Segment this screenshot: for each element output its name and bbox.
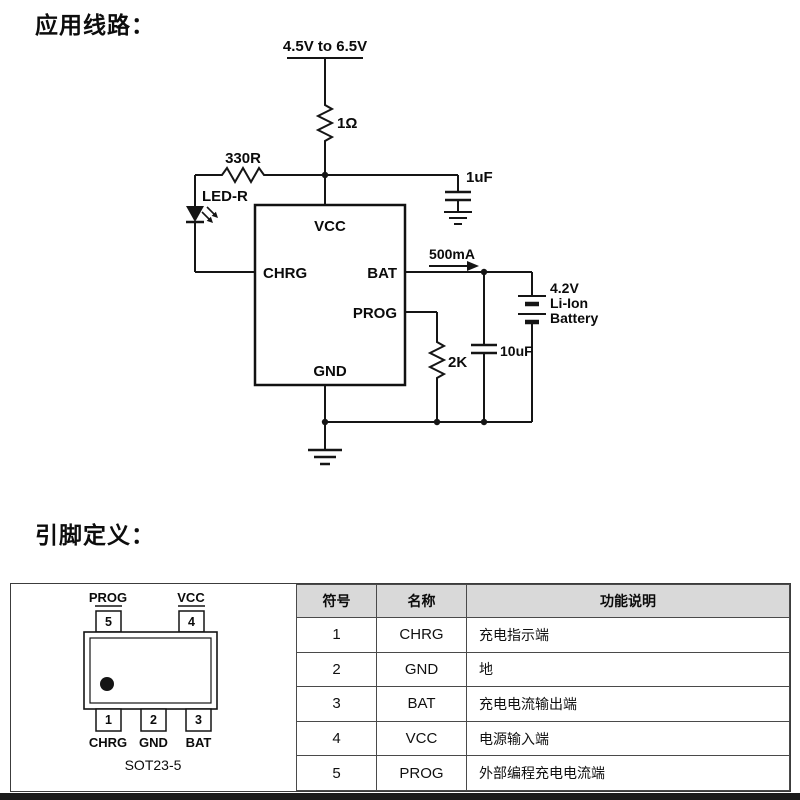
pkg-pin4-name: VCC xyxy=(177,590,205,605)
pin-table-row-1: 1 CHRG 充电指示端 xyxy=(296,617,790,653)
pin-table-row-5: 5 PROG 外部编程充电电流端 xyxy=(296,755,790,791)
led-symbol xyxy=(186,206,218,224)
pin-table-row-2: 2 GND 地 xyxy=(296,651,790,688)
pin-number: 4 xyxy=(296,720,377,757)
pin-definition-panel: PROG VCC 5 4 1 2 3 CHRG GND xyxy=(10,583,791,792)
section-title-pin-definition: 引脚定义： xyxy=(35,522,155,548)
pin-table-header-symbol: 符号 xyxy=(296,584,377,618)
pin-table-row-4: 4 VCC 电源输入端 xyxy=(296,720,790,757)
pkg-pin5-number: 5 xyxy=(105,615,112,629)
pin-function: 外部编程充电电流端 xyxy=(466,755,790,791)
pkg-pin3-number: 3 xyxy=(195,713,202,727)
pin-function-table: 符号 名称 功能说明 1 CHRG 充电指示端 2 GND 地 3 xyxy=(296,584,790,791)
ic-pin-bat-label: BAT xyxy=(367,265,397,282)
led-label: LED-R xyxy=(202,188,248,205)
resistor-r1-symbol xyxy=(315,101,335,145)
ic-pin-gnd-label: GND xyxy=(313,363,347,380)
pin-name: CHRG xyxy=(376,617,467,653)
junction-dots xyxy=(321,171,488,426)
pin-function: 地 xyxy=(466,651,790,688)
pkg-pin2-lead xyxy=(140,708,167,732)
pin-number: 2 xyxy=(296,651,377,688)
current-label: 500mA xyxy=(429,246,475,262)
ic-pin-vcc-label: VCC xyxy=(314,218,346,235)
pkg-pin1-dot xyxy=(100,677,114,691)
ic-pin-prog-label: PROG xyxy=(353,305,397,322)
ground-symbol-main xyxy=(308,448,342,466)
battery-symbol xyxy=(518,295,546,325)
ic-pin-chrg-label: CHRG xyxy=(263,265,307,282)
pin-number: 3 xyxy=(296,686,377,722)
pkg-pin2-number: 2 xyxy=(150,713,157,727)
pin-table-header-function: 功能说明 xyxy=(466,584,790,618)
section-title-application-circuit: 应用线路： xyxy=(35,12,155,38)
page-bottom-edge xyxy=(0,793,800,800)
ground-symbol-1uf xyxy=(444,211,472,225)
supply-voltage-label: 4.5V to 6.5V xyxy=(283,38,367,55)
resistor-330r-symbol xyxy=(218,165,268,185)
pkg-pin2-name: GND xyxy=(139,735,168,750)
pkg-body-inner xyxy=(89,637,212,704)
current-direction-arrow xyxy=(429,261,479,271)
pin-number: 1 xyxy=(296,617,377,653)
pin-function: 充电电流输出端 xyxy=(466,686,790,722)
pin-name: VCC xyxy=(376,720,467,757)
pkg-pin5-name: PROG xyxy=(89,590,127,605)
capacitor-10uf-label: 10uF xyxy=(500,343,533,359)
pin-table-row-3: 3 BAT 充电电流输出端 xyxy=(296,686,790,722)
capacitor-10uf-symbol xyxy=(471,343,497,355)
battery-word-label: Battery xyxy=(550,310,598,326)
pin-name: PROG xyxy=(376,755,467,791)
pkg-body-outer xyxy=(83,631,218,710)
capacitor-1uf-symbol xyxy=(445,190,471,202)
resistor-2k-label: 2K xyxy=(448,354,467,371)
pin-function: 充电指示端 xyxy=(466,617,790,653)
resistor-2k-symbol xyxy=(427,338,447,383)
pkg-pin3-lead xyxy=(185,708,212,732)
pin-name: GND xyxy=(376,651,467,688)
pin-table-header-name: 名称 xyxy=(376,584,467,618)
pkg-pin4-number: 4 xyxy=(188,615,195,629)
pin-table-header-row: 符号 名称 功能说明 xyxy=(296,584,790,618)
application-circuit-diagram: 4.5V to 6.5V 1Ω 330R LED-R 1uF 500mA 4.2… xyxy=(186,38,598,466)
pkg-pin3-name: BAT xyxy=(186,735,212,750)
resistor-r1-label: 1Ω xyxy=(337,115,357,132)
pkg-pin1-lead xyxy=(95,708,122,732)
circuit-wires xyxy=(194,57,533,450)
capacitor-1uf-label: 1uF xyxy=(466,169,493,186)
battery-type-label: Li-Ion xyxy=(550,295,588,311)
resistor-330r-label: 330R xyxy=(225,150,261,167)
pin-function: 电源输入端 xyxy=(466,720,790,757)
pin-number: 5 xyxy=(296,755,377,791)
pkg-pin1-number: 1 xyxy=(105,713,112,727)
battery-voltage-label: 4.2V xyxy=(550,280,579,296)
pin-name: BAT xyxy=(376,686,467,722)
ic-block xyxy=(253,203,407,387)
pkg-pin1-name: CHRG xyxy=(89,735,127,750)
pkg-package-name: SOT23-5 xyxy=(125,757,182,773)
sot23-5-package-diagram: PROG VCC 5 4 1 2 3 CHRG GND xyxy=(83,590,218,773)
